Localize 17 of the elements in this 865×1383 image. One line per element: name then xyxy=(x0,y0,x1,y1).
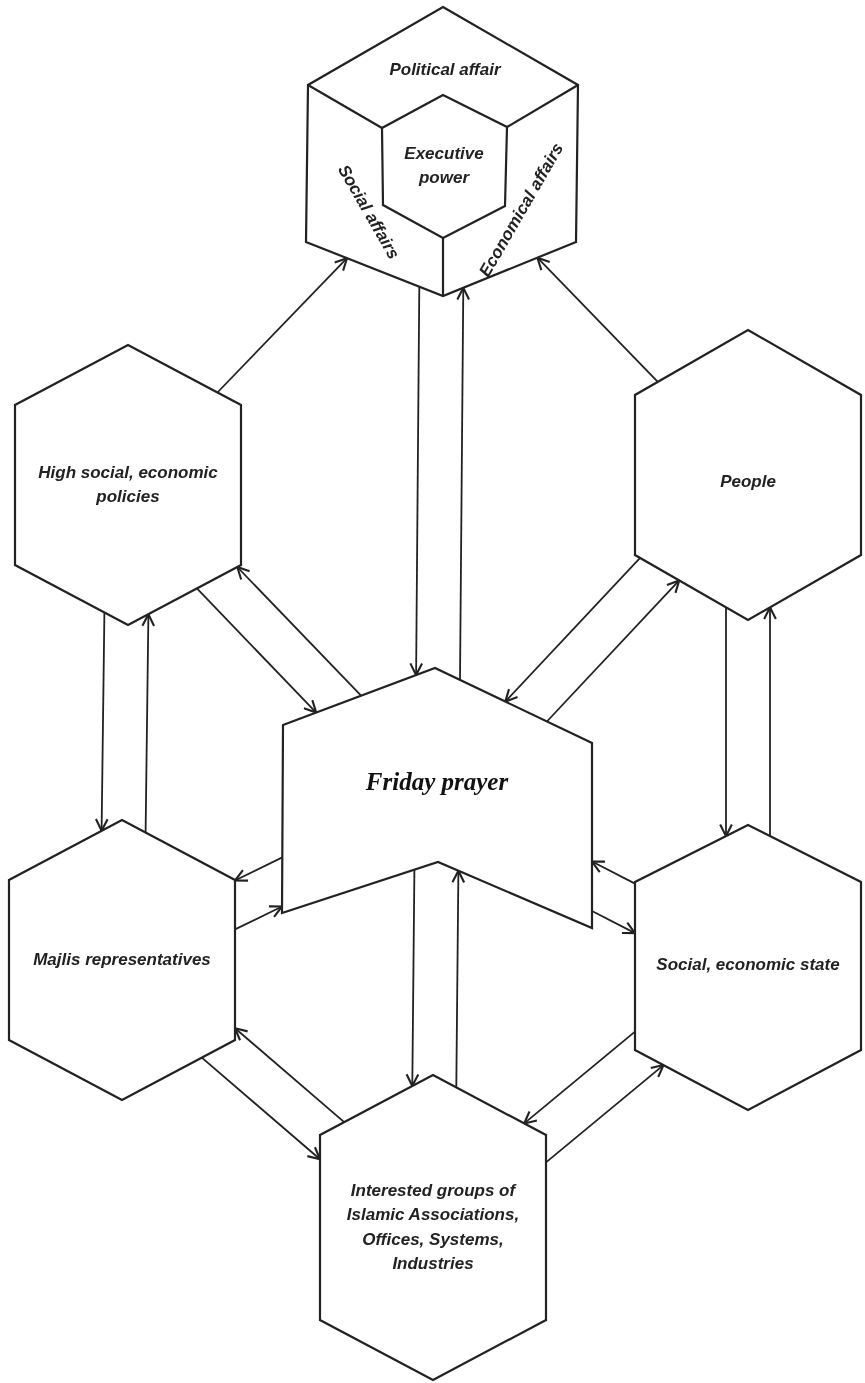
node-label: Friday prayer xyxy=(364,767,510,797)
arrow xyxy=(196,587,318,714)
arrow xyxy=(216,257,349,394)
face-label: Political affair xyxy=(388,58,503,81)
arrow xyxy=(456,286,471,681)
arrow xyxy=(504,557,641,703)
node-label: People xyxy=(719,470,777,493)
arrow xyxy=(546,579,681,723)
arrow xyxy=(536,256,659,383)
arrow xyxy=(523,1030,636,1125)
node-label: Interested groups of Islamic Associations, Offices, Systems, Industries xyxy=(345,1179,521,1276)
arrow xyxy=(763,606,777,837)
node-label: Social, economic state xyxy=(655,953,841,976)
node-label: High social, economic policies xyxy=(37,461,219,509)
arrow xyxy=(236,565,362,697)
node-label: Majlis representatives xyxy=(32,948,212,971)
node-label: Executive power xyxy=(403,142,485,189)
